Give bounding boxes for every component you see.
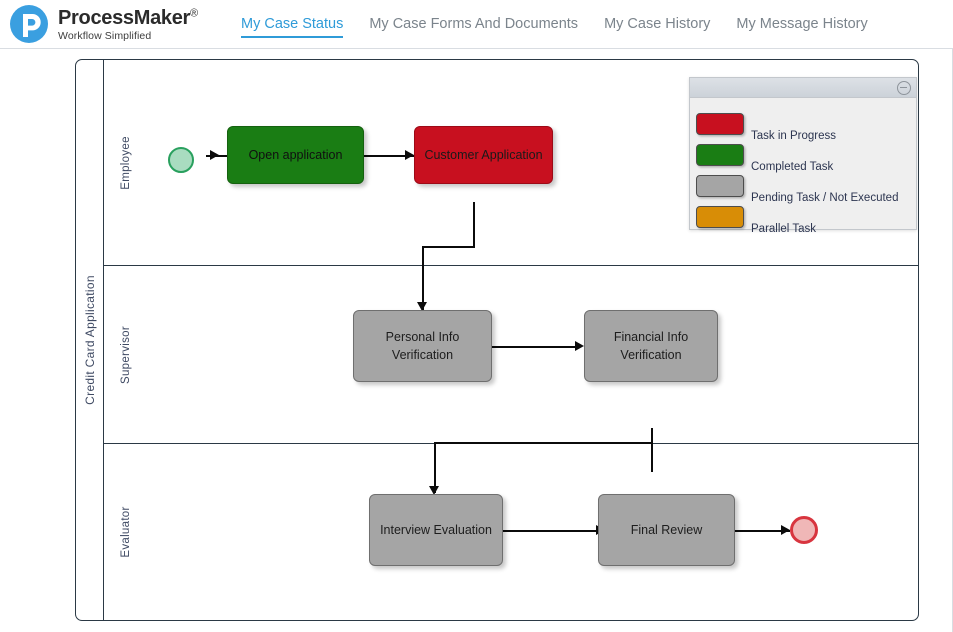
lane-evaluator-label: Evaluator bbox=[120, 506, 132, 558]
process-diagram-canvas[interactable]: Credit Card Application Employee Supervi… bbox=[0, 49, 953, 632]
legend-item-parallel-task: Parallel Task bbox=[696, 197, 916, 235]
legend-label-in-progress: Task in Progress bbox=[751, 130, 837, 142]
flow-arrow-customer-application bbox=[405, 149, 414, 160]
legend-item-pending-task: Pending Task / Not Executed bbox=[696, 166, 916, 204]
brand-tagline: Workflow Simplified bbox=[58, 30, 152, 43]
task-interview-evaluation[interactable]: Interview Evaluation bbox=[369, 494, 503, 566]
flow-personal-to-financial bbox=[492, 346, 577, 348]
flow-ca-down-2 bbox=[422, 246, 424, 310]
top-navigation-bar: ProcessMaker® Workflow Simplified My Cas… bbox=[0, 0, 953, 49]
flow-ca-left bbox=[422, 246, 475, 248]
lane-employee: Employee bbox=[104, 60, 918, 266]
flow-fi-down-2 bbox=[434, 442, 436, 493]
legend-label-pending: Pending Task / Not Executed bbox=[751, 192, 899, 204]
flow-arrow-open-application bbox=[210, 149, 219, 160]
pool-label-cell: Credit Card Application bbox=[76, 60, 104, 620]
processmaker-logo-icon bbox=[10, 5, 48, 43]
task-financial-info-verification[interactable]: Financial Info Verification bbox=[584, 310, 718, 382]
registered-mark: ® bbox=[190, 7, 198, 20]
lane-evaluator-label-cell: Evaluator bbox=[104, 444, 148, 620]
task-personal-info-verification-line2: Verification bbox=[391, 348, 454, 362]
lane-supervisor-label: Supervisor bbox=[120, 325, 132, 384]
task-final-review[interactable]: Final Review bbox=[598, 494, 735, 566]
flow-arrow-interview-evaluation bbox=[429, 486, 439, 495]
pool-label: Credit Card Application bbox=[82, 275, 97, 405]
flow-interview-to-final-review bbox=[503, 530, 599, 532]
minimize-circle-icon[interactable] bbox=[897, 81, 911, 95]
legend-swatch-pending bbox=[696, 175, 744, 197]
legend-swatch-completed bbox=[696, 144, 744, 166]
tab-my-message-history[interactable]: My Message History bbox=[723, 0, 880, 48]
flow-open-application-to-customer-application bbox=[364, 155, 414, 157]
lane-employee-label-cell: Employee bbox=[104, 60, 148, 265]
main-nav: My Case Status My Case Forms And Documen… bbox=[228, 0, 881, 48]
lane-supervisor-label-cell: Supervisor bbox=[104, 266, 148, 443]
lane-employee-label: Employee bbox=[120, 135, 132, 190]
tab-my-case-history[interactable]: My Case History bbox=[591, 0, 723, 48]
flow-arrow-financial-info-verification bbox=[575, 340, 584, 351]
task-financial-info-verification-line1: Financial Info bbox=[613, 329, 689, 344]
legend-label-completed: Completed Task bbox=[751, 161, 834, 173]
end-event[interactable] bbox=[790, 516, 818, 544]
legend-item-completed-task: Completed Task bbox=[696, 135, 916, 173]
flow-arrow-end-event bbox=[781, 524, 790, 535]
flow-final-review-to-end bbox=[735, 530, 790, 532]
task-financial-info-verification-line2: Verification bbox=[620, 348, 682, 362]
tab-my-case-forms-and-documents[interactable]: My Case Forms And Documents bbox=[356, 0, 591, 48]
task-personal-info-verification[interactable]: Personal Info Verification bbox=[353, 310, 492, 382]
brand-name-text: ProcessMaker bbox=[58, 7, 191, 30]
brand-logo-block[interactable]: ProcessMaker® Workflow Simplified bbox=[8, 3, 198, 45]
start-event[interactable] bbox=[168, 147, 194, 173]
flow-ca-down-1 bbox=[473, 202, 475, 247]
legend-header bbox=[690, 78, 916, 98]
flow-fi-down-1 bbox=[651, 428, 653, 472]
legend-panel: Task in Progress Completed Task Pending … bbox=[689, 77, 917, 235]
flow-fi-left bbox=[434, 442, 653, 444]
legend-label-parallel: Parallel Task bbox=[751, 223, 816, 235]
legend-swatch-parallel bbox=[696, 206, 744, 228]
tab-my-case-status[interactable]: My Case Status bbox=[228, 0, 356, 48]
task-customer-application[interactable]: Customer Application bbox=[414, 126, 553, 184]
task-open-application[interactable]: Open application bbox=[227, 126, 364, 184]
legend-swatch-in-progress bbox=[696, 113, 744, 135]
task-personal-info-verification-line1: Personal Info bbox=[385, 329, 460, 344]
brand-name: ProcessMaker® bbox=[58, 8, 198, 28]
legend-item-task-in-progress: Task in Progress bbox=[696, 104, 916, 142]
flow-arrow-personal-info-verification bbox=[417, 302, 427, 311]
legend-body: Task in Progress Completed Task Pending … bbox=[690, 98, 916, 235]
lane-supervisor: Supervisor bbox=[104, 266, 918, 444]
